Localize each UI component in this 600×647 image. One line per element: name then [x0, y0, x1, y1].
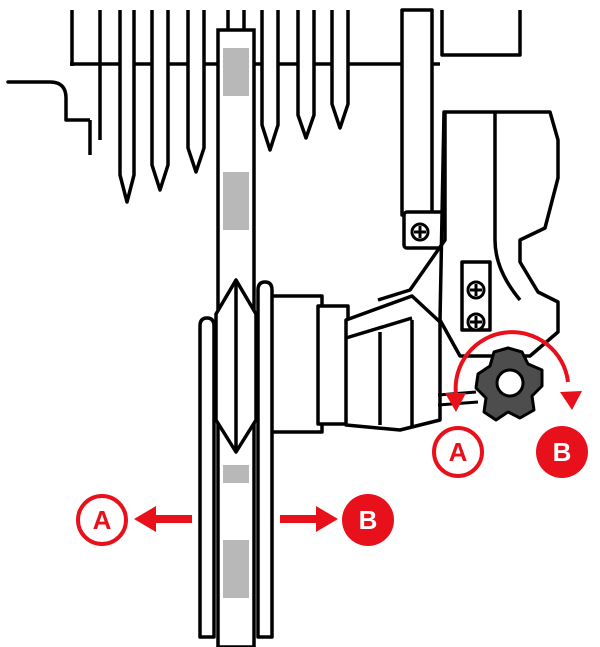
shift-direction-a-badge: A: [76, 494, 128, 546]
gear-tooth: [186, 10, 206, 174]
derailleur-body: [377, 8, 560, 358]
cage-inner-line: [377, 112, 447, 302]
hanger-bar: [400, 8, 434, 217]
mount-block: [440, 10, 522, 57]
arrow-left-icon: [134, 506, 192, 532]
screw-icon: [410, 222, 430, 242]
screw-icon: [466, 280, 486, 300]
gear-tooth: [296, 10, 316, 140]
jockey-pulley: [214, 278, 258, 454]
arrowhead-a: [445, 393, 466, 412]
cassette: [6, 10, 440, 204]
knob-hole: [495, 368, 525, 398]
gear-tooth: [330, 10, 350, 130]
knob-direction-b-badge: B: [536, 426, 588, 478]
chain-link: [223, 540, 249, 598]
shift-direction-b-badge: B: [342, 494, 394, 546]
rotation-arc: [453, 330, 570, 396]
gear-tooth: [118, 10, 136, 204]
chain-plates: [198, 280, 274, 639]
arrow-right-icon: [280, 506, 338, 532]
chain-link: [223, 465, 249, 483]
chain-plate-left: [198, 316, 216, 639]
screws: [410, 222, 486, 332]
screw-icon: [466, 312, 486, 332]
barrel-adjuster-knob-icon[interactable]: [474, 346, 544, 422]
axle-arm: [6, 80, 68, 122]
knob-direction-a-badge: A: [432, 426, 484, 478]
chain-link: [223, 48, 249, 96]
arrowhead-b: [560, 391, 582, 410]
badge-label: B: [359, 505, 378, 535]
gear-tooth: [150, 10, 170, 192]
chain-link: [223, 172, 249, 230]
chain-plate-right: [256, 280, 274, 639]
derailleur-cage: [438, 110, 560, 358]
badge-label: B: [553, 437, 572, 467]
cage-curve: [493, 112, 522, 302]
badge-label: A: [93, 505, 112, 535]
housing-ridge: [345, 316, 413, 340]
housing-sleeve: [316, 304, 350, 426]
gear-tooth: [260, 10, 280, 152]
curved-double-arrow-icon: [445, 330, 582, 412]
badge-label: A: [449, 437, 468, 467]
housing-ferrule: [344, 294, 442, 432]
